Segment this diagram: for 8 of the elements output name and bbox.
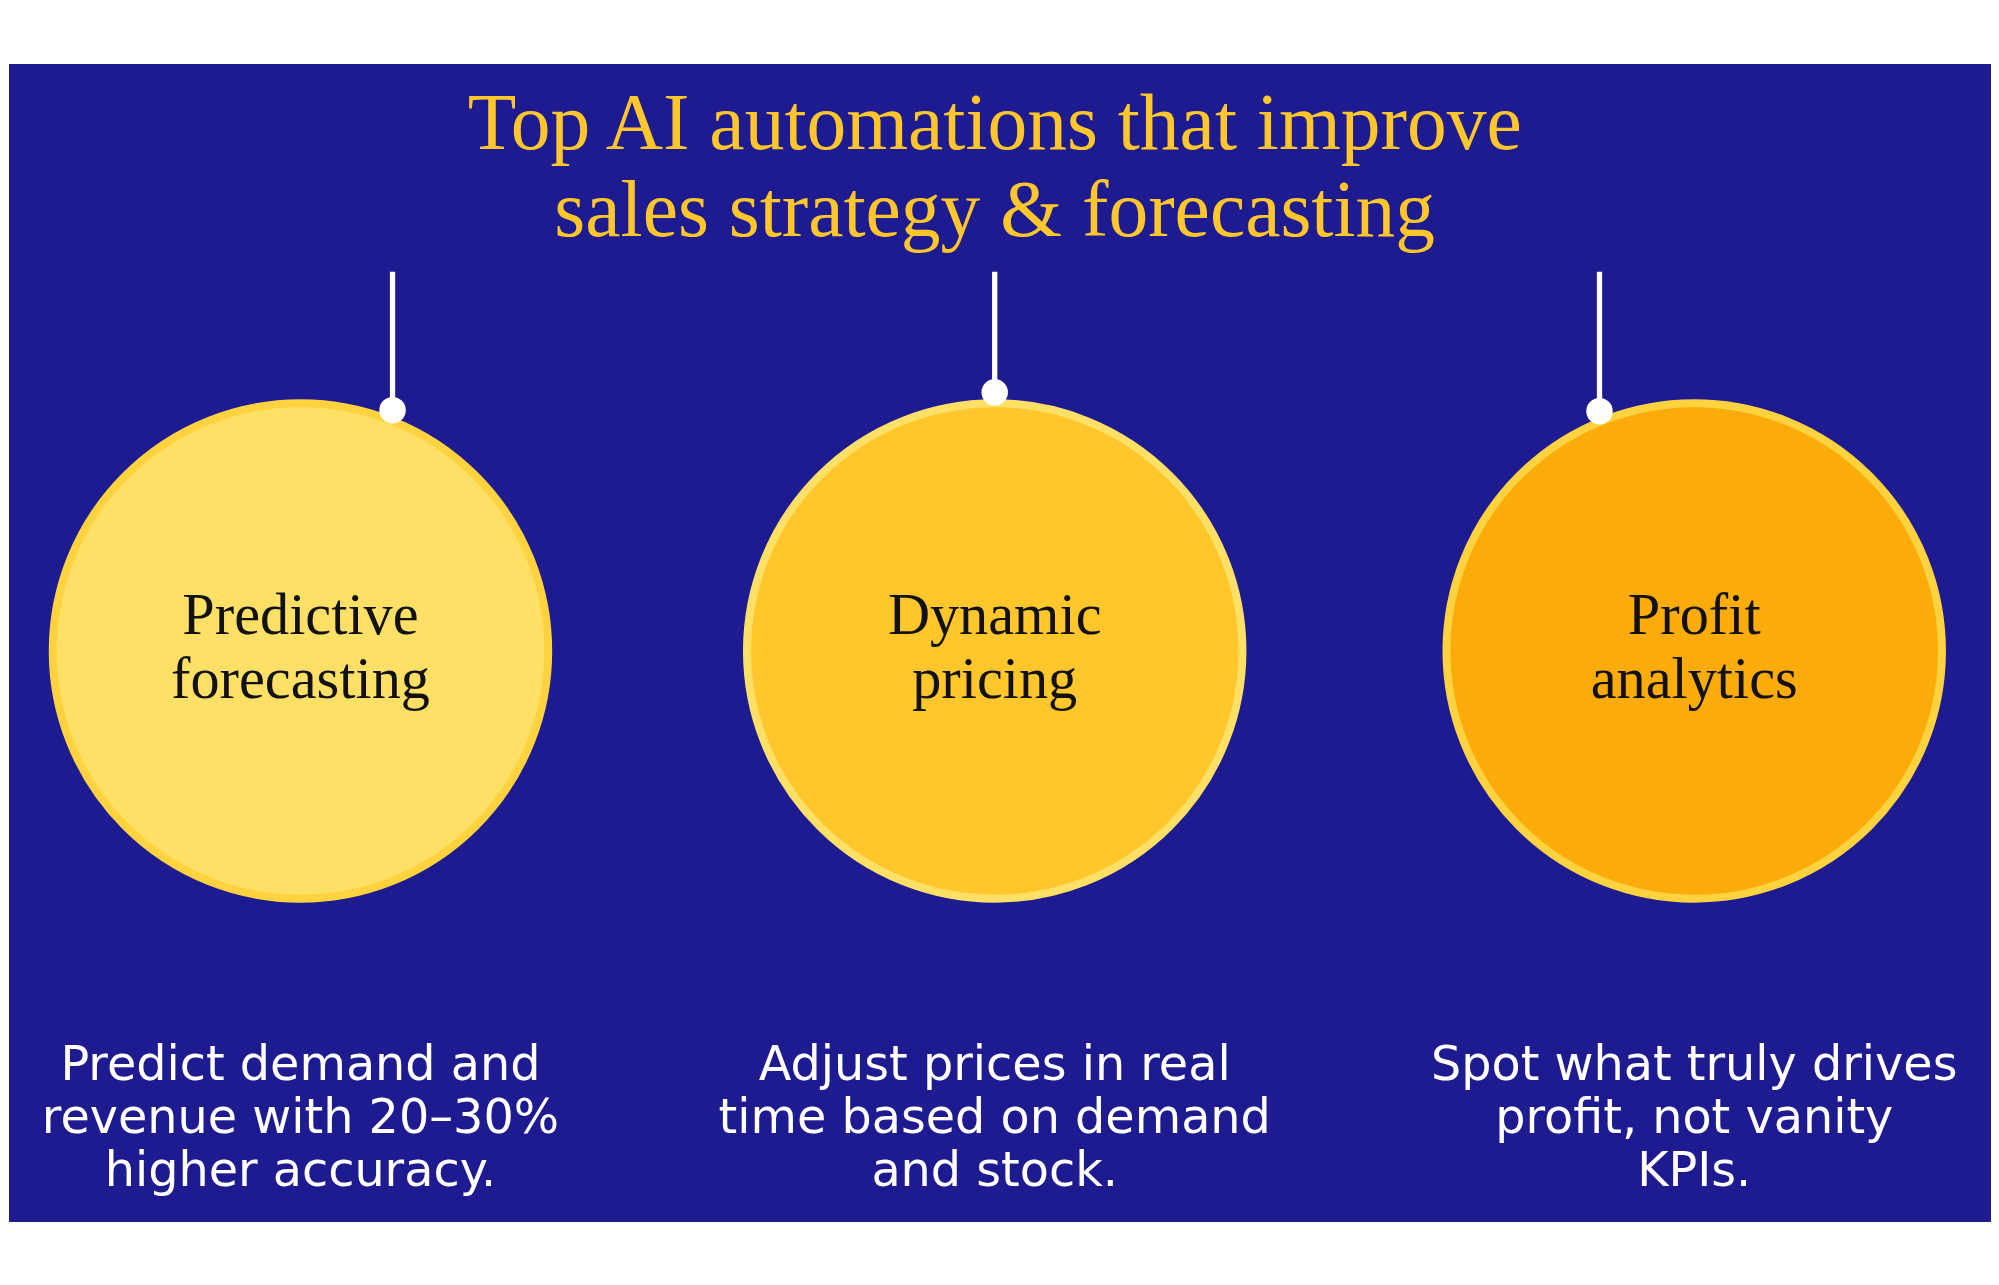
node-label: Spot what truly drives profit, not vanity KPIs.: [1430, 1035, 1958, 1197]
node-label: Adjust prices in real time based on demand and stock.: [718, 1035, 1271, 1197]
connector: [980, 271, 1008, 406]
node-text: Top AI automations that improve sales strategy & forecasting: [467, 77, 1522, 253]
node-label: Predict demand and revenue with 20–30% higher accuracy.: [41, 1035, 559, 1197]
connector: [1585, 271, 1613, 424]
node-circle: Dynamic pricing: [742, 398, 1246, 903]
connector: [378, 271, 406, 423]
